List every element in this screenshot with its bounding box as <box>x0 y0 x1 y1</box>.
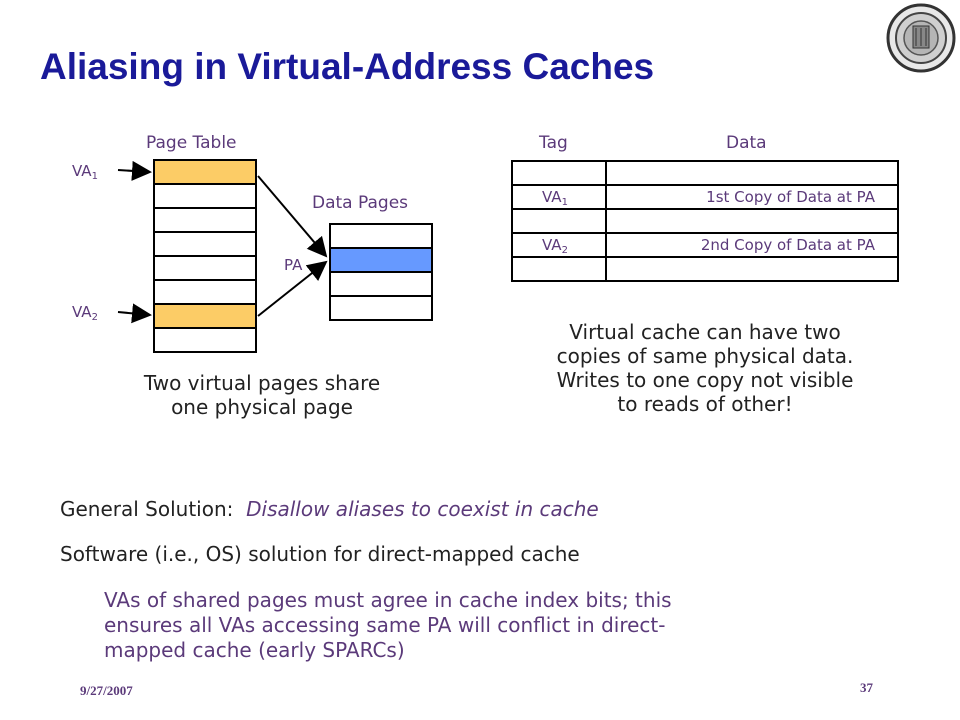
page-table-entry <box>153 279 257 305</box>
data-page <box>329 271 433 297</box>
cache-data-cell <box>605 208 899 234</box>
cache-data-text: 2nd Copy of Data at PA <box>700 236 875 254</box>
data-pages <box>329 223 433 321</box>
va1-label: VA1 <box>72 162 98 182</box>
page-table-entry <box>153 231 257 257</box>
data-page <box>329 223 433 249</box>
cache-tag-text: VA <box>542 188 562 206</box>
page-table-entry <box>153 327 257 353</box>
pa-arrow-from-va2 <box>257 260 328 317</box>
university-seal-icon <box>886 3 956 73</box>
software-detail-line: ensures all VAs accessing same PA will c… <box>104 613 666 637</box>
page-table-entry-va1 <box>153 159 257 185</box>
right-caption-line: copies of same physical data. <box>556 344 854 368</box>
page-table-entry <box>153 207 257 233</box>
cache-tag-cell: VA2 <box>511 232 607 258</box>
left-caption-line: Two virtual pages share <box>143 371 381 395</box>
general-solution: General Solution: Disallow aliases to co… <box>60 497 599 521</box>
page-table <box>153 159 257 353</box>
cache-data-text: 1st Copy of Data at PA <box>706 188 875 206</box>
va2-label: VA2 <box>72 303 98 323</box>
cache-data-cell <box>605 160 899 186</box>
va2-arrow <box>117 303 152 324</box>
data-pages-label: Data Pages <box>312 193 409 213</box>
right-caption: Virtual cache can have two copies of sam… <box>490 320 920 416</box>
tag-header: Tag <box>539 133 568 153</box>
cache-tag-label: VA2 <box>542 236 568 256</box>
cache-tag-cell: VA1 <box>511 184 607 210</box>
footer-page-number: 37 <box>860 680 873 695</box>
software-detail: VAs of shared pages must agree in cache … <box>104 588 672 663</box>
pa-label: PA <box>284 256 303 274</box>
right-caption-line: Writes to one copy not visible <box>556 368 854 392</box>
page-table-entry-va2 <box>153 303 257 329</box>
cache-tag-label: VA1 <box>542 188 568 208</box>
page-table-label: Page Table <box>146 133 237 153</box>
cache-data-cell: 2nd Copy of Data at PA <box>605 232 899 258</box>
right-caption-line: Virtual cache can have two <box>569 320 841 344</box>
page-table-entry <box>153 183 257 209</box>
cache-data-cell: 1st Copy of Data at PA <box>605 184 899 210</box>
software-detail-line: VAs of shared pages must agree in cache … <box>104 588 672 612</box>
cache-tag-cell <box>511 256 607 282</box>
cache-tag-cell <box>511 208 607 234</box>
cache-tag-subscript: 1 <box>561 197 568 208</box>
data-page <box>329 295 433 321</box>
cache-tag-text: VA <box>542 236 562 254</box>
left-caption: Two virtual pages share one physical pag… <box>92 371 432 419</box>
page-table-entry <box>153 255 257 281</box>
footer-date: 9/27/2007 <box>80 683 133 698</box>
general-solution-label: General Solution: <box>60 497 234 521</box>
slide-title: Aliasing in Virtual-Address Caches <box>40 46 655 87</box>
cache-data-cell <box>605 256 899 282</box>
data-page-shared <box>329 247 433 273</box>
cache-tag-subscript: 2 <box>561 245 568 256</box>
software-detail-line: mapped cache (early SPARCs) <box>104 638 405 662</box>
pa-arrow-from-va1 <box>257 175 328 258</box>
va1-arrow <box>117 160 152 181</box>
general-solution-value: Disallow aliases to coexist in cache <box>246 497 599 521</box>
data-header: Data <box>726 133 767 153</box>
software-solution: Software (i.e., OS) solution for direct-… <box>60 542 580 566</box>
left-caption-line: one physical page <box>171 395 353 419</box>
right-caption-line: to reads of other! <box>617 392 793 416</box>
cache-tag-cell <box>511 160 607 186</box>
